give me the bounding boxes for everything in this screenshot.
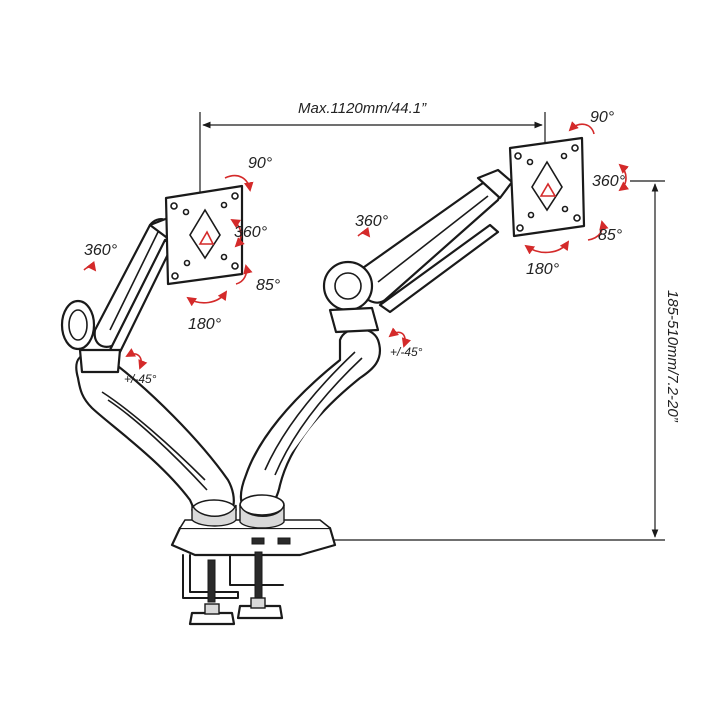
left-tilt-up-label: 90°	[248, 155, 273, 172]
left-rotate-label: 360°	[234, 224, 268, 241]
left-upper-arm	[60, 216, 180, 374]
right-upper-arm	[322, 168, 514, 334]
left-arm-tilt-label: +/-45°	[124, 372, 157, 386]
width-dimension-label: Max.1120mm/44.1”	[298, 100, 427, 117]
right-lower-arm	[239, 327, 381, 529]
left-joint-rotate-label: 360°	[84, 242, 118, 259]
right-tilt-up-label: 90°	[590, 109, 615, 126]
left-lower-arm	[75, 352, 237, 527]
right-arm-tilt-label: +/-45°	[390, 345, 423, 359]
rotation-arrow-icon	[83, 174, 254, 370]
right-tilt-down-label: 85°	[598, 227, 623, 244]
desk-clamp-base	[170, 519, 337, 626]
left-vesa-plate	[164, 184, 244, 286]
right-joint-rotate-label: 360°	[355, 213, 389, 230]
right-swivel-label: 180°	[526, 261, 560, 278]
height-dimension-label: 185-510mm/7.2-20”	[664, 290, 681, 423]
height-dimension-line	[330, 180, 665, 541]
rotation-arrow-icon	[357, 121, 630, 348]
left-swivel-label: 180°	[188, 316, 222, 333]
right-rotate-label: 360°	[592, 173, 626, 190]
right-vesa-plate	[508, 136, 586, 238]
left-tilt-down-label: 85°	[256, 277, 281, 294]
